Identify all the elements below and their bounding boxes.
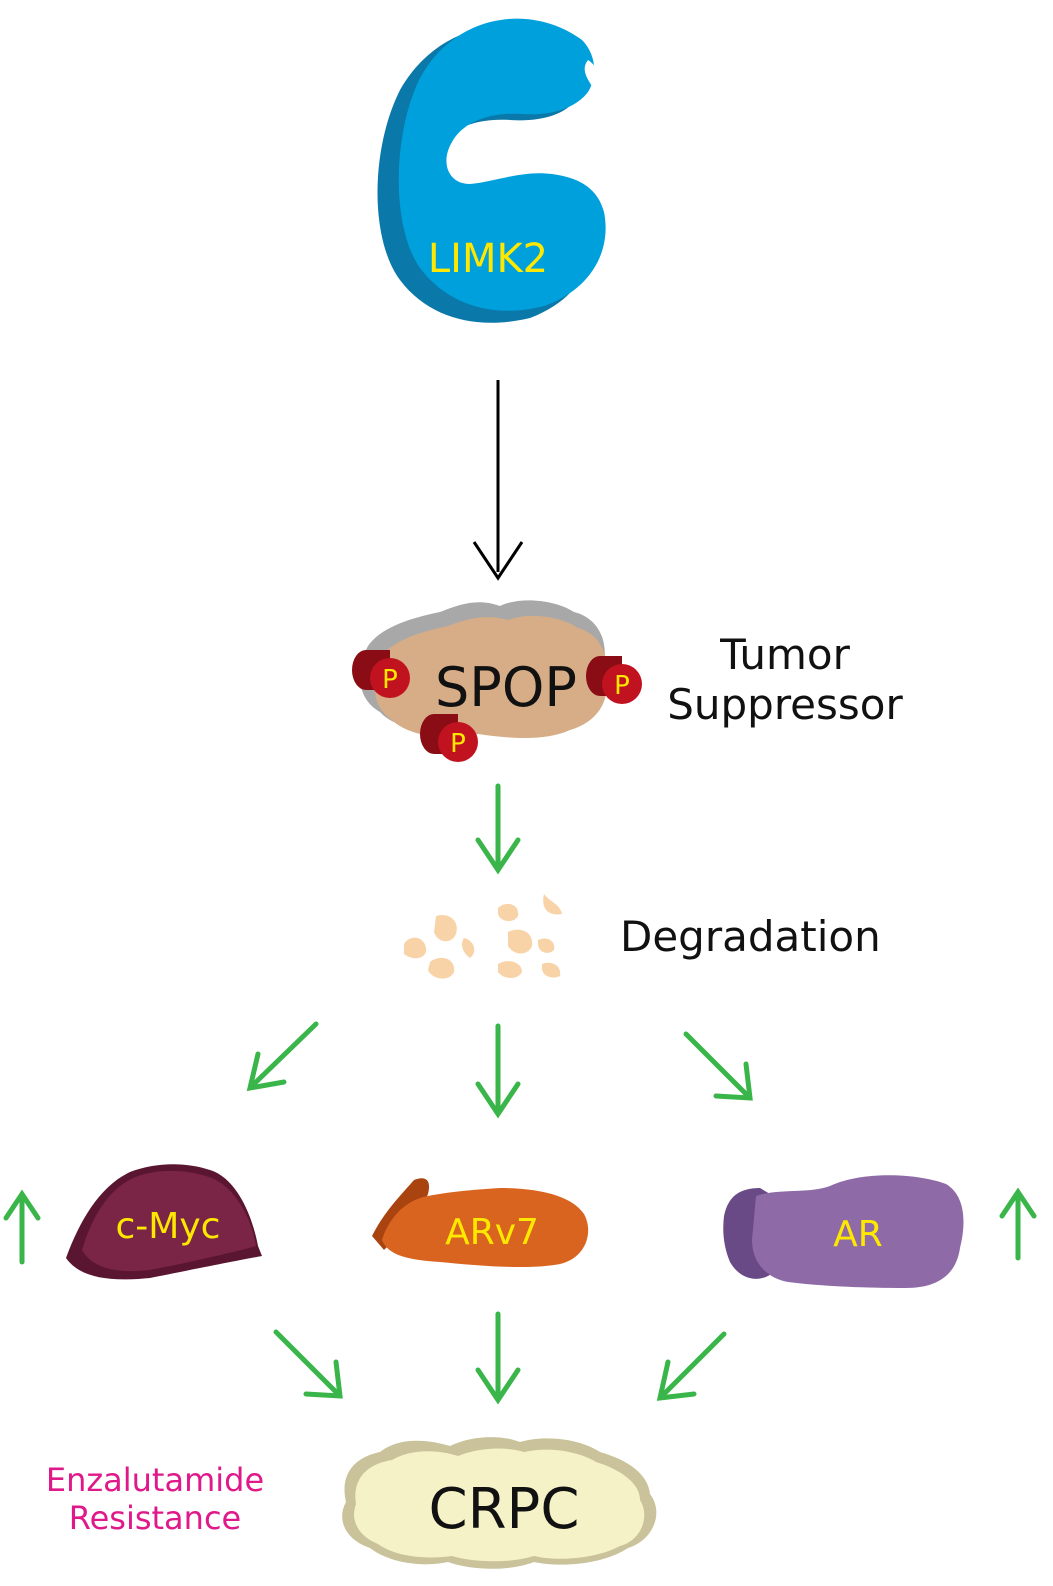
degradation-label: Degradation — [620, 912, 881, 961]
limk2-notch — [584, 60, 599, 92]
phospho-label-right: P — [614, 671, 630, 701]
green-arrow-icon — [475, 1311, 521, 1405]
tumor-suppressor-label: Tumor Suppressor — [640, 630, 930, 729]
phospho-label-bottom: P — [450, 729, 466, 759]
green-up-arrow-icon — [3, 1189, 41, 1265]
limk2-protein: LIMK2 — [377, 18, 606, 323]
ar-label: AR — [833, 1214, 883, 1255]
cmyc-label: c-Myc — [116, 1206, 221, 1247]
degradation-fragments — [404, 894, 562, 979]
black-down-arrow-icon — [472, 380, 524, 581]
green-arrow-icon — [656, 1331, 727, 1401]
arv7-label: ARv7 — [445, 1212, 539, 1253]
tumor-suppressor-line2: Suppressor — [667, 679, 903, 729]
tumor-suppressor-line1: Tumor — [720, 630, 850, 679]
spop-label: SPOP — [435, 656, 577, 719]
crpc-node: CRPC — [342, 1437, 657, 1569]
limk2-label: LIMK2 — [428, 236, 548, 282]
enzalutamide-line1: Enzalutamide — [45, 1461, 265, 1499]
enzalutamide-line2: Resistance — [68, 1498, 242, 1537]
spop-protein: SPOP P P P — [352, 600, 642, 762]
green-arrow-icon — [683, 1031, 753, 1101]
ar-protein: AR — [723, 1175, 964, 1288]
green-arrow-icon — [273, 1329, 343, 1399]
phospho-group-bottom: P — [420, 714, 478, 762]
crpc-label: CRPC — [429, 1477, 580, 1542]
phospho-label-left: P — [382, 665, 398, 695]
green-up-arrow-icon — [999, 1187, 1037, 1261]
enzalutamide-resistance-label: Enzalutamide Resistance — [20, 1461, 290, 1538]
phospho-group-left: P — [352, 650, 410, 698]
arv7-protein: ARv7 — [372, 1178, 589, 1268]
cmyc-protein: c-Myc — [66, 1164, 262, 1280]
green-arrow-icon — [475, 1023, 521, 1119]
limk2-front-face — [398, 18, 606, 311]
green-arrow-icon — [475, 783, 521, 875]
green-arrow-icon — [246, 1021, 319, 1092]
spop-body — [374, 615, 607, 738]
phospho-group-right: P — [586, 656, 642, 704]
